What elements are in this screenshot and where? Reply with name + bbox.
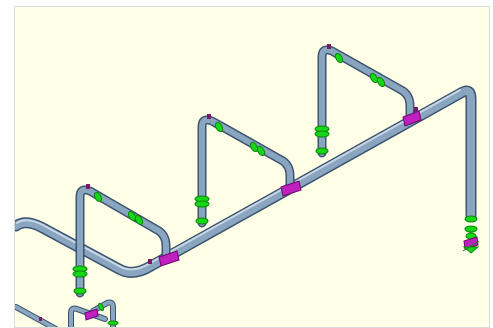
- pipe-supports: [84, 110, 479, 321]
- flange[interactable]: [376, 76, 386, 88]
- flange[interactable]: [195, 217, 209, 225]
- flange[interactable]: [315, 147, 329, 155]
- flange[interactable]: [127, 210, 137, 222]
- flanges: [72, 52, 478, 326]
- piping-model-view[interactable]: [15, 7, 490, 328]
- flange[interactable]: [97, 302, 105, 312]
- flange[interactable]: [464, 215, 478, 223]
- flange[interactable]: [107, 320, 119, 326]
- main-header-pipe[interactable]: [15, 85, 477, 278]
- flange[interactable]: [369, 72, 379, 84]
- flange[interactable]: [334, 52, 344, 64]
- flange[interactable]: [93, 191, 103, 203]
- support[interactable]: [463, 236, 479, 250]
- vent-stub[interactable]: [207, 114, 211, 119]
- flange[interactable]: [194, 200, 210, 208]
- vent-stub[interactable]: [327, 44, 331, 49]
- expansion-loop-3[interactable]: [317, 45, 415, 158]
- flange[interactable]: [314, 130, 330, 138]
- flange[interactable]: [214, 121, 224, 133]
- expansion-loop-1[interactable]: [75, 185, 171, 298]
- vent-stubs: [39, 44, 418, 321]
- flange[interactable]: [73, 287, 87, 295]
- support[interactable]: [402, 110, 422, 127]
- drain-valve-icon[interactable]: [462, 240, 480, 254]
- vent-stub[interactable]: [86, 184, 90, 189]
- support[interactable]: [158, 250, 180, 267]
- model-canvas[interactable]: [14, 6, 490, 328]
- vent-stub[interactable]: [414, 107, 418, 112]
- support[interactable]: [84, 308, 99, 321]
- flange[interactable]: [464, 225, 478, 233]
- flange[interactable]: [134, 214, 144, 226]
- lower-left-branch[interactable]: [15, 299, 116, 328]
- flange[interactable]: [249, 141, 259, 153]
- vent-stub[interactable]: [148, 259, 152, 264]
- vent-stub[interactable]: [39, 317, 42, 321]
- expansion-loop-2[interactable]: [197, 115, 295, 228]
- support[interactable]: [280, 180, 302, 197]
- flange[interactable]: [72, 270, 88, 278]
- flange[interactable]: [256, 145, 266, 157]
